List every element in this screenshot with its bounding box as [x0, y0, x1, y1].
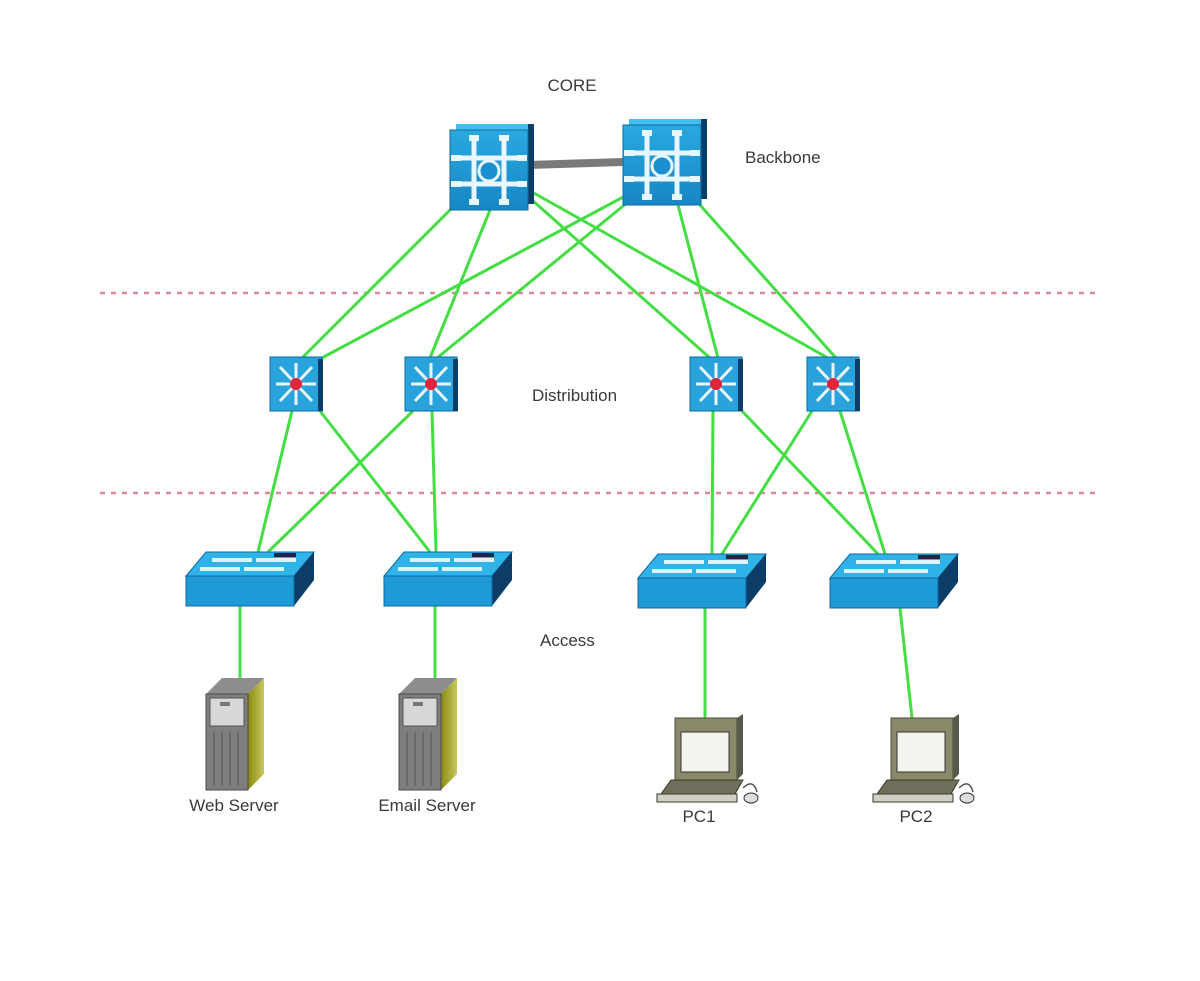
core-layer-label: CORE — [547, 76, 596, 95]
distribution-switch-icon[interactable] — [689, 356, 743, 412]
email-server-icon[interactable] — [398, 678, 457, 791]
pc1-label: PC1 — [682, 807, 715, 826]
web-server-icon[interactable] — [205, 678, 264, 791]
link-core2-dist4 — [698, 204, 838, 359]
distribution-switch-icon[interactable] — [269, 356, 323, 412]
link-core2-dist3 — [676, 204, 720, 359]
link-core2-dist1 — [317, 193, 628, 362]
distribution-switch-icon[interactable] — [404, 356, 458, 412]
web-server-label: Web Server — [189, 796, 279, 815]
backbone-label: Backbone — [745, 148, 821, 167]
pc2-label: PC2 — [899, 807, 932, 826]
link-dist1-acc2 — [318, 410, 432, 553]
access-layer-label: Access — [540, 631, 595, 650]
link-dist3-acc4 — [740, 409, 880, 556]
link-dist1-acc1 — [256, 410, 294, 553]
access-switch-icon[interactable] — [382, 551, 514, 607]
links-group — [238, 158, 914, 719]
backbone-link — [527, 158, 624, 169]
access-switch-icon[interactable] — [828, 553, 960, 609]
link-dist4-acc3 — [720, 410, 814, 555]
link-dist2-acc1 — [266, 409, 415, 554]
distribution-switch-icon[interactable] — [806, 356, 860, 412]
link-acc4-pc2 — [898, 607, 914, 719]
core-switch-icon[interactable] — [622, 119, 707, 206]
link-dist4-acc4 — [838, 410, 887, 555]
pc1-computer-icon[interactable] — [656, 714, 759, 804]
email-server-label: Email Server — [378, 796, 476, 815]
link-core1-dist3 — [531, 198, 711, 360]
core-switch-icon[interactable] — [449, 124, 534, 211]
distribution-layer-label: Distribution — [532, 386, 617, 405]
pc2-computer-icon[interactable] — [872, 714, 975, 804]
link-dist3-acc3 — [710, 410, 715, 555]
link-core1-dist1 — [298, 203, 457, 362]
link-core2-dist2 — [436, 200, 629, 360]
link-dist2-acc2 — [430, 410, 438, 553]
access-switch-icon[interactable] — [184, 551, 316, 607]
access-switch-icon[interactable] — [636, 553, 768, 609]
